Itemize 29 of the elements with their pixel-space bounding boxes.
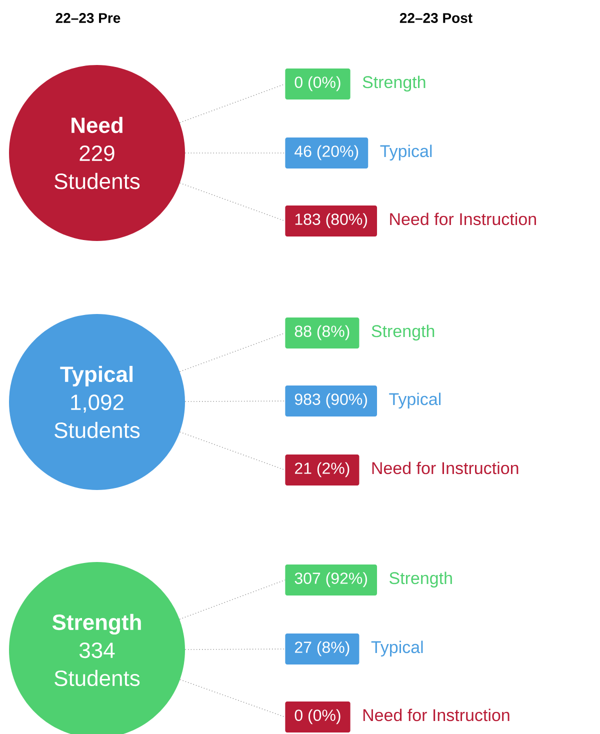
category-label: Need for Instruction xyxy=(372,462,518,474)
column-heading: 22–23 Pre xyxy=(56,13,120,23)
connector-line xyxy=(180,679,286,718)
connector-line xyxy=(179,332,286,372)
category-label: Strength xyxy=(390,572,452,588)
category-label: Typical xyxy=(389,392,440,409)
category-label: Strength xyxy=(372,324,434,341)
column-heading: 22–23 Post xyxy=(400,13,472,23)
count-badge: 46 (20%) xyxy=(285,138,368,168)
category-label: Strength xyxy=(362,76,426,92)
count-badge: 0 (0%) xyxy=(285,68,350,100)
count-badge: 307 (92%) xyxy=(285,564,378,596)
category-label: Typical xyxy=(371,640,423,657)
count-badge: 27 (8%) xyxy=(285,634,360,664)
connector-line xyxy=(179,580,286,620)
count-badge: 983 (90%) xyxy=(285,386,378,416)
category-label: Typical xyxy=(380,144,432,161)
connector-line xyxy=(184,648,286,650)
connector-line xyxy=(184,152,286,154)
category-label: Need for Instruction xyxy=(363,708,510,722)
connector-line xyxy=(184,400,286,402)
count-badge: 88 (8%) xyxy=(285,318,360,348)
count-badge: 0 (0%) xyxy=(285,702,350,732)
connector-line xyxy=(180,432,286,470)
connector-line xyxy=(180,182,286,222)
category-label: Need for Instruction xyxy=(390,212,536,226)
count-badge: 183 (80%) xyxy=(285,206,378,236)
count-badge: 21 (2%) xyxy=(285,454,360,486)
connector-line xyxy=(179,84,286,124)
